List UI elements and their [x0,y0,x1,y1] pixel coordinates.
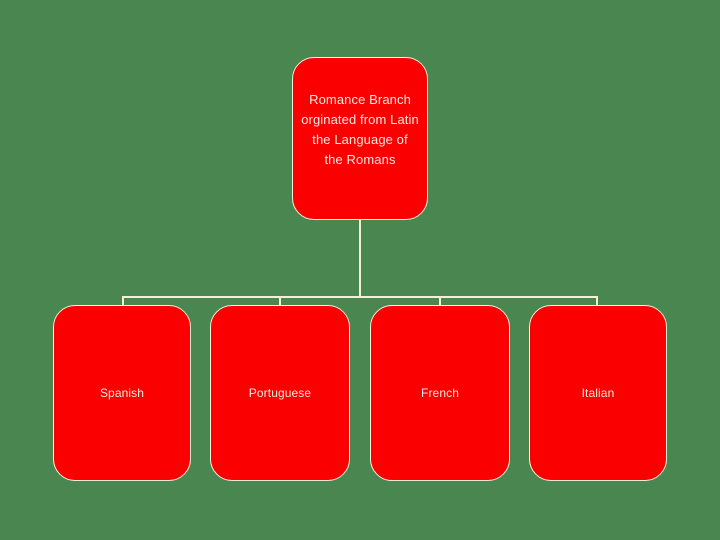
connector-horizontal-rail [122,296,598,298]
node-french-label: French [421,386,459,400]
node-spanish-label: Spanish [99,386,145,400]
connector-stub-portuguese [279,296,281,306]
connector-stub-french [439,296,441,306]
node-french[interactable]: French [370,305,510,481]
node-portuguese-label: Portuguese [248,386,312,400]
connector-stub-spanish [122,296,124,306]
connector-stub-italian [596,296,598,306]
connector-trunk-vertical [359,220,361,298]
node-portuguese[interactable]: Portuguese [210,305,350,481]
node-italian-label: Italian [581,386,615,400]
node-italian[interactable]: Italian [529,305,667,481]
node-spanish[interactable]: Spanish [53,305,191,481]
node-romance-branch[interactable]: Romance Branch orginated from Latin the … [292,57,428,220]
node-romance-branch-label: Romance Branch orginated from Latin the … [301,91,419,167]
